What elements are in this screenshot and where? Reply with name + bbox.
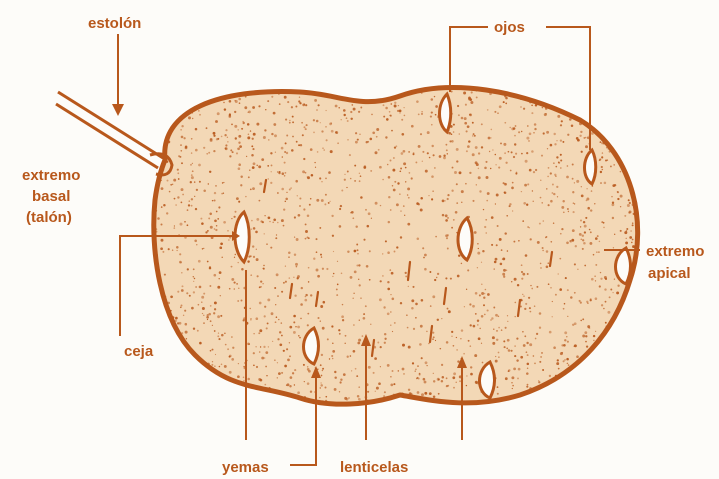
label-ojos: ojos	[494, 19, 525, 36]
label-yemas: yemas	[222, 459, 269, 476]
label-extremo-apical-line1: extremo	[646, 243, 704, 260]
label-extremo-basal-line2: basal	[32, 188, 70, 205]
label-extremo-basal-line1: extremo	[22, 167, 80, 184]
label-extremo-basal-line3: (talón)	[26, 209, 72, 226]
label-extremo-apical-line2: apical	[648, 265, 691, 282]
eye-upper-right	[585, 150, 596, 184]
label-ceja: ceja	[124, 343, 154, 360]
label-lenticelas: lenticelas	[340, 459, 408, 476]
eye-center	[458, 218, 472, 260]
eye-top	[440, 94, 451, 132]
tuber	[149, 84, 641, 416]
label-estolon: estolón	[88, 15, 141, 32]
